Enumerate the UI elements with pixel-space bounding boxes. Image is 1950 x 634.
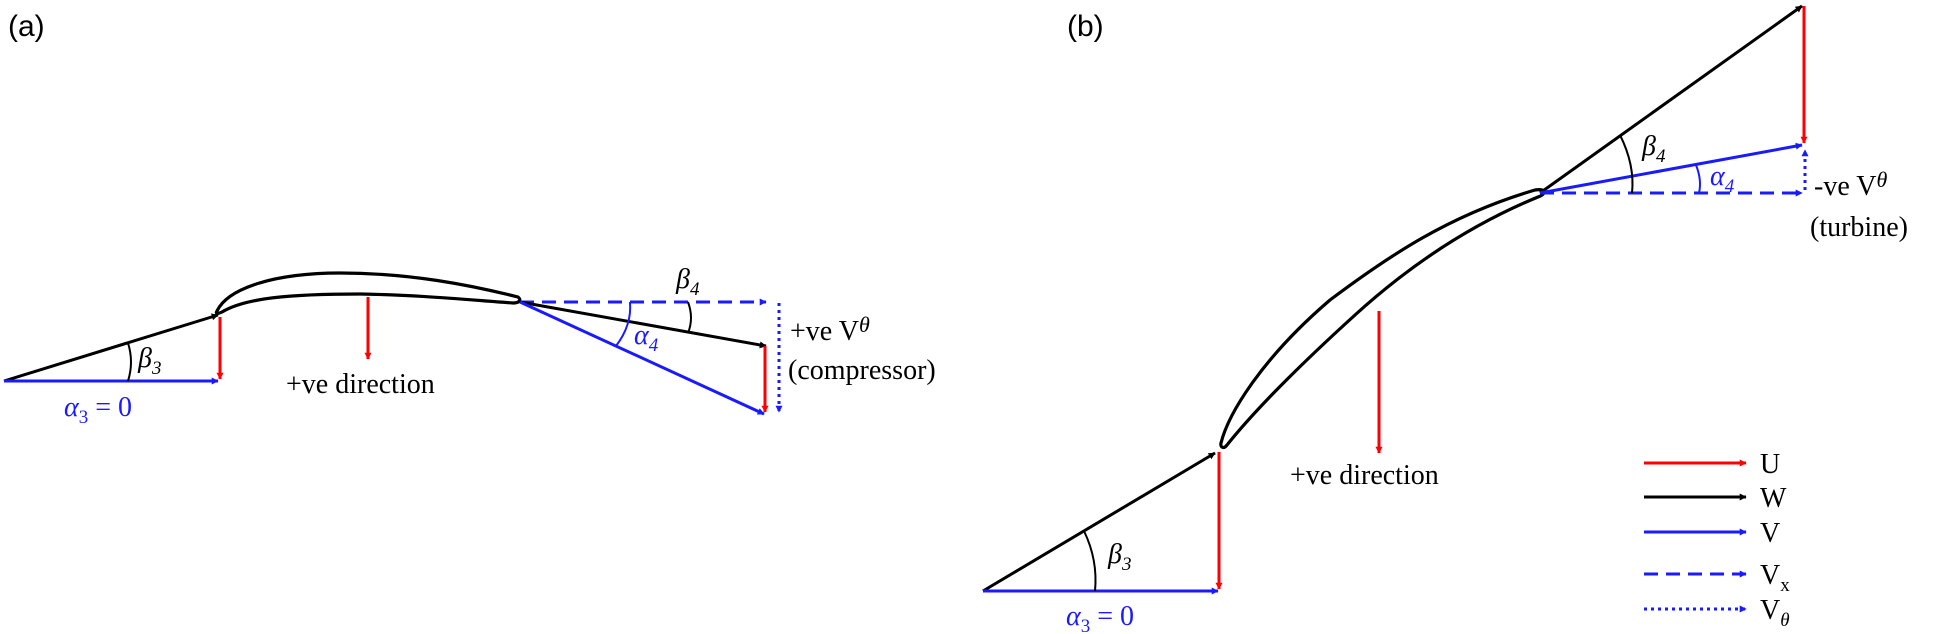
panel-b-alpha4-label: α4 [1710,161,1735,197]
panel-a-tag: (a) [8,10,45,43]
panel-a-alpha4-label: α4 [634,320,659,356]
panel-a-vtheta-label: +ve Vθ [790,312,870,347]
legend-v-label: V [1760,518,1780,549]
panel-b-outlet-v-arrow [1539,142,1803,195]
panel-a-alpha4-arc [615,301,632,347]
panel-b-tag: (b) [1067,10,1104,43]
panel-a-beta4-label: β4 [675,264,700,300]
panel-a-beta4-arc [687,301,692,334]
panel-b-alpha3-label: α3 = 0 [1066,601,1134,634]
panel-a-outlet-v-arrow [519,300,765,416]
panel-a-blade [214,271,522,315]
panel-b-beta3-label: β3 [1107,539,1131,575]
panel-b-machine-label: (turbine) [1810,212,1908,243]
legend-u-label: U [1760,449,1780,480]
panel-a-beta3-label: β3 [137,343,161,379]
panel-a-inlet-w-arrow [3,313,219,383]
panel-b-alpha4-arc [1695,164,1701,194]
panel-a-beta3-arc [127,342,132,382]
panel-b: (b) β3 α3 = 0 +ve direction β4 α4 -v [982,4,1908,634]
panel-b-outlet-w-arrow [1539,4,1803,195]
panel-a-direction-label: +ve direction [286,369,435,400]
panel-b-blade [1219,188,1546,450]
panel-b-direction-label: +ve direction [1290,460,1439,491]
panel-b-beta3-arc [1083,530,1097,592]
legend-vtheta-label: Vθ [1760,595,1790,631]
panel-b-beta4-label: β4 [1641,131,1666,167]
panel-b-inlet-w-arrow [982,451,1216,593]
panel-a: (a) β3 α3 = 0 +ve direction β4 α4 +v [3,10,936,428]
panel-b-vtheta-label: -ve Vθ [1814,167,1887,202]
panel-a-machine-label: (compressor) [788,355,936,386]
panel-a-alpha3-label: α3 = 0 [64,392,132,428]
legend: U W V Vx Vθ [1644,449,1790,631]
panel-a-outlet-w-arrow [519,300,767,349]
legend-w-label: W [1760,483,1787,514]
legend-vx-label: Vx [1760,560,1790,596]
panel-b-beta4-arc [1619,134,1634,194]
